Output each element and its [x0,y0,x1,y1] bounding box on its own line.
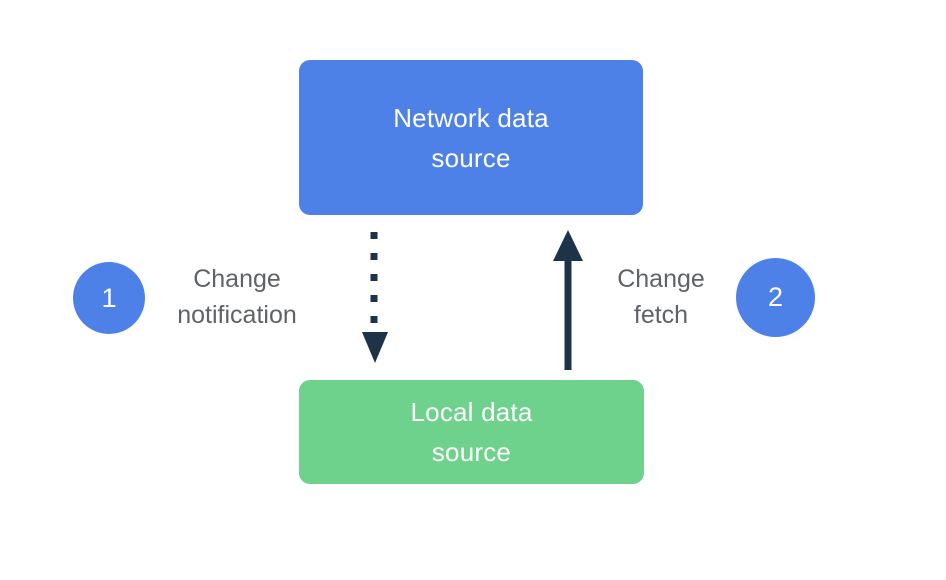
step-badge-2: 2 [736,258,815,337]
dotted-segment [370,316,378,323]
edge-label-change-notification: Change notification [177,265,297,329]
arrowhead-down-icon [362,332,388,363]
node-local-data-source-label: Local data source [410,397,533,467]
edge-label-change-fetch: Change fetch [617,265,705,329]
step-badge-1: 1 [73,262,145,334]
arrow-change-notification [362,232,388,363]
node-network-data-source: Network data source [299,60,643,215]
arrow-shaft [564,255,572,370]
step-badge-1-number: 1 [101,282,117,313]
arrowhead-up-icon [553,230,583,261]
node-local-data-source: Local data source [299,380,644,484]
dotted-segment [370,274,378,281]
step-badge-2-number: 2 [767,282,784,312]
arrow-change-fetch [553,230,583,370]
dotted-segment [370,295,378,302]
dotted-segment [370,232,378,239]
node-network-data-source-label: Network data source [393,102,549,173]
dotted-segment [370,253,378,260]
